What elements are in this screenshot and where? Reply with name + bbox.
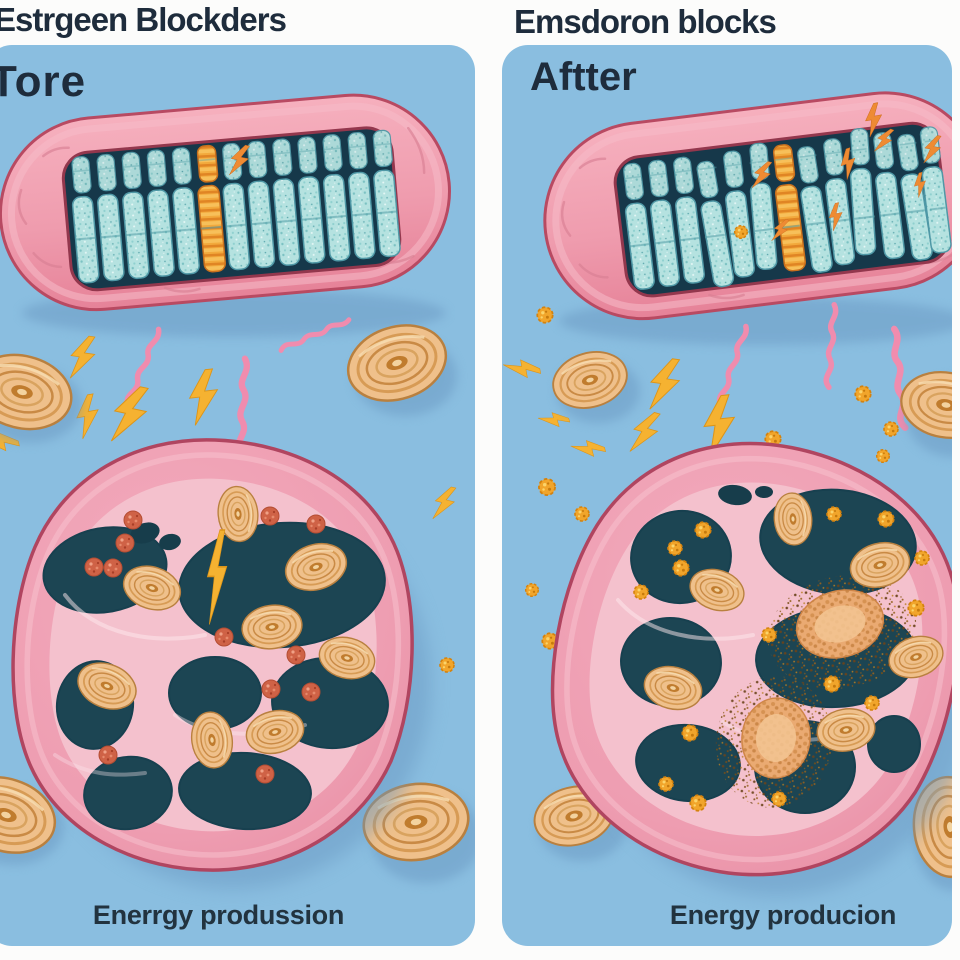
gold-granule-icon: [439, 657, 455, 673]
cristae-blocks: [619, 125, 952, 291]
lightning-bolt-icon: [627, 407, 663, 458]
before-caption: Enerrgy produssion: [92, 900, 345, 930]
gold-granule-icon: [672, 559, 690, 577]
gold-granule-icon: [877, 510, 895, 528]
gold-granule-icon: [914, 550, 930, 566]
gold-granule-icon: [694, 521, 712, 539]
lightning-bolt-icon: [537, 408, 571, 432]
atp-column: [196, 144, 219, 183]
gold-granule-icon: [658, 776, 674, 792]
after-illustration: [502, 91, 952, 906]
cristae-blocks: [67, 129, 402, 285]
gold-granule-icon: [536, 306, 554, 324]
vesicle-disc: [894, 363, 952, 447]
gold-granule-icon: [875, 448, 891, 464]
mitochondrion-illustration: [0, 93, 451, 312]
granule-dot: [123, 510, 143, 530]
granule-dot: [214, 627, 234, 647]
lightning-bolt-icon: [646, 355, 683, 414]
gold-granule-icon: [667, 540, 683, 556]
gold-granule-icon: [761, 627, 777, 643]
gold-granule-icon: [633, 584, 649, 600]
before-label: Tore: [0, 57, 87, 106]
fuzzy-organelle: [795, 589, 885, 659]
gold-granule-icon: [907, 599, 925, 617]
gold-granule-icon: [681, 724, 699, 742]
lightning-bolt-icon: [67, 333, 98, 382]
gold-granule-icon: [826, 506, 842, 522]
gold-granule-icon: [883, 421, 899, 437]
granule-dot: [306, 514, 326, 534]
lightning-bolt-icon: [430, 483, 458, 524]
gold-granule-icon: [538, 478, 556, 496]
granule-dot: [98, 745, 118, 765]
gold-granule-icon: [771, 791, 787, 807]
granule-dot: [115, 533, 135, 553]
before-illustration: [0, 93, 475, 889]
lightning-bolt-icon: [570, 436, 607, 462]
granule-dot: [255, 764, 275, 784]
panel-after: Aftter Energy producion: [502, 45, 952, 946]
gold-granule-icon: [823, 675, 841, 693]
granule-dot: [301, 682, 321, 702]
energy-cell-illustration: [523, 414, 952, 906]
right-title: Emsdoron blocks: [514, 3, 777, 40]
granule-dot: [103, 558, 123, 578]
gold-granule-icon: [574, 506, 590, 522]
granule-dot: [261, 679, 281, 699]
gold-granule-icon: [854, 385, 872, 403]
cell-compartments: [42, 521, 389, 831]
mitochondrion-illustration: [543, 91, 952, 321]
left-title: Estrgeen Blockders: [0, 1, 287, 38]
granule-dot: [286, 645, 306, 665]
lightning-bolt-icon: [186, 368, 222, 427]
fuzzy-organelle: [741, 697, 811, 779]
gold-granule-icon: [689, 794, 707, 812]
panel-before: Tore Enerrgy produssion: [0, 45, 475, 946]
after-label: Aftter: [530, 55, 637, 99]
granule-dot: [84, 557, 104, 577]
gold-granule-icon: [864, 695, 880, 711]
after-caption: Energy producion: [669, 900, 897, 930]
granule-dot: [260, 506, 280, 526]
gold-granule-icon: [524, 582, 540, 598]
gold-granule-icon: [733, 224, 749, 240]
energy-cell-illustration: [11, 438, 431, 889]
vesicle-discs-group: [0, 311, 475, 883]
lightning-bolt-icon: [502, 356, 542, 382]
atp-column: [772, 144, 796, 182]
